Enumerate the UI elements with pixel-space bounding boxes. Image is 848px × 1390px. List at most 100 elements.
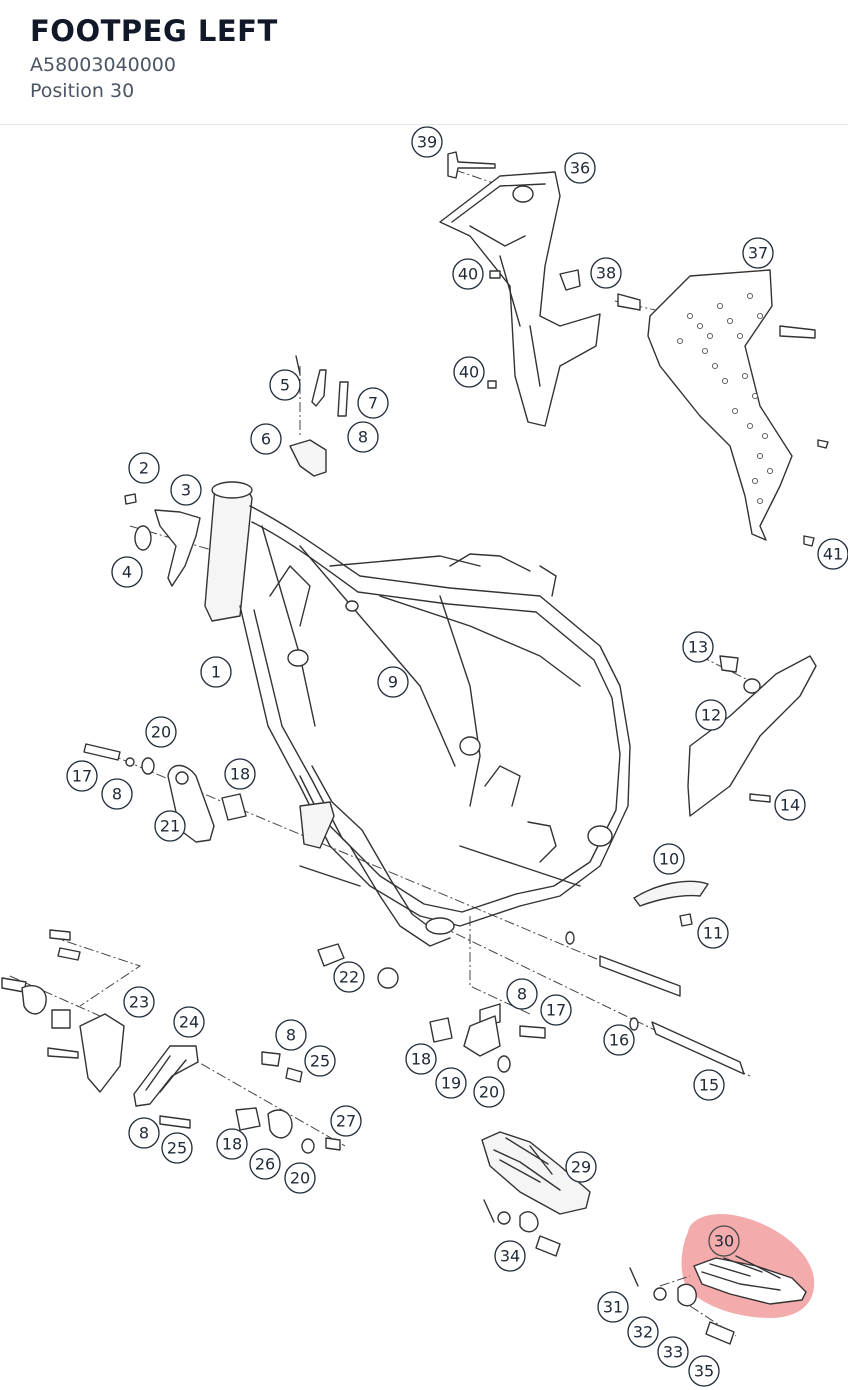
callout-c38[interactable]: 38 [590,257,622,289]
bracket-19 [429,1003,546,1073]
callout-c14[interactable]: 14 [774,789,806,821]
callout-c29[interactable]: 29 [565,1151,597,1183]
callout-circle [145,716,177,748]
callout-circle [590,257,622,289]
callout-c17a[interactable]: 17 [66,760,98,792]
callout-number: 33 [663,1343,683,1362]
callout-c12[interactable]: 12 [695,699,727,731]
callout-circle [200,656,232,688]
callout-c41[interactable]: 41 [817,538,848,570]
callout-c18c[interactable]: 18 [216,1128,248,1160]
callout-c3[interactable]: 3 [170,474,202,506]
callout-c8b[interactable]: 8 [101,778,133,810]
callout-number: 12 [701,706,721,725]
callout-c34[interactable]: 34 [494,1240,526,1272]
callout-circle [161,1132,193,1164]
callout-c18a[interactable]: 18 [224,758,256,790]
callout-c31[interactable]: 31 [597,1291,629,1323]
linkage-23 [1,929,125,1093]
callout-number: 16 [609,1031,629,1050]
callout-c22[interactable]: 22 [333,961,365,993]
callout-c8a[interactable]: 8 [347,421,379,453]
callout-c35[interactable]: 35 [688,1355,720,1387]
callout-number: 6 [261,430,271,449]
callout-c24[interactable]: 24 [173,1006,205,1038]
callout-circle [269,369,301,401]
callout-number: 20 [151,723,171,742]
callout-c40a[interactable]: 40 [452,258,484,290]
callout-number: 35 [694,1362,714,1381]
callout-c1[interactable]: 1 [200,656,232,688]
callout-c17b[interactable]: 17 [540,994,572,1026]
callout-c20b[interactable]: 20 [473,1076,505,1108]
callout-c33[interactable]: 33 [657,1336,689,1368]
callout-circle [330,1105,362,1137]
footpeg-hardware [483,1199,735,1345]
callout-c27[interactable]: 27 [330,1105,362,1137]
radiator-guard-37 [647,269,829,547]
callout-number: 29 [571,1158,591,1177]
callout-circle [123,986,155,1018]
callout-c15[interactable]: 15 [693,1069,725,1101]
callout-circle [682,631,714,663]
callout-c13[interactable]: 13 [682,631,714,663]
callout-number: 20 [479,1083,499,1102]
callout-c25a[interactable]: 25 [304,1045,336,1077]
callout-circle [250,423,282,455]
callout-number: 8 [358,428,368,447]
footpeg-30[interactable] [693,1255,807,1305]
callout-c21[interactable]: 21 [154,810,186,842]
callout-number: 8 [112,785,122,804]
callout-c6[interactable]: 6 [250,423,282,455]
callout-c5[interactable]: 5 [269,369,301,401]
callout-c11[interactable]: 11 [697,917,729,949]
callout-c20c[interactable]: 20 [284,1162,316,1194]
callout-c7[interactable]: 7 [357,387,389,419]
callout-circle [697,917,729,949]
callout-c9[interactable]: 9 [377,666,409,698]
callout-c30[interactable]: 30 [708,1225,740,1257]
callout-c32[interactable]: 32 [627,1316,659,1348]
callout-c25b[interactable]: 25 [161,1132,193,1164]
position-label: Position 30 [30,80,135,102]
callout-c2[interactable]: 2 [128,452,160,484]
footpeg-29 [481,1131,591,1215]
callout-c4[interactable]: 4 [111,556,143,588]
callout-c20a[interactable]: 20 [145,716,177,748]
callout-circle [435,1067,467,1099]
side-panel-36 [439,151,641,427]
callout-circle [170,474,202,506]
callout-circle [128,452,160,484]
callout-circle [657,1336,689,1368]
callout-number: 3 [181,481,191,500]
callout-circle [453,356,485,388]
callout-c23[interactable]: 23 [123,986,155,1018]
callout-c26[interactable]: 26 [249,1148,281,1180]
callout-circle [693,1069,725,1101]
callout-c39[interactable]: 39 [411,126,443,158]
callout-c19[interactable]: 19 [435,1067,467,1099]
callout-number: 26 [255,1155,275,1174]
callout-circle [154,810,186,842]
callout-number: 9 [388,673,398,692]
callout-c16[interactable]: 16 [603,1024,635,1056]
callout-number: 40 [459,363,479,382]
callout-circle [452,258,484,290]
callout-c8d[interactable]: 8 [275,1019,307,1051]
callout-number: 23 [129,993,149,1012]
callout-circle [564,152,596,184]
callout-c18b[interactable]: 18 [405,1043,437,1075]
callout-circle [173,1006,205,1038]
top-fittings [289,355,349,477]
callout-number: 17 [546,1001,566,1020]
callout-number: 25 [310,1052,330,1071]
callout-c8c[interactable]: 8 [506,978,538,1010]
callout-number: 30 [714,1232,734,1251]
callout-c8e[interactable]: 8 [128,1117,160,1149]
callout-c37[interactable]: 37 [742,237,774,269]
callout-circle [357,387,389,419]
callout-c10[interactable]: 10 [653,843,685,875]
callout-circle [216,1128,248,1160]
callout-c36[interactable]: 36 [564,152,596,184]
callout-c40b[interactable]: 40 [453,356,485,388]
